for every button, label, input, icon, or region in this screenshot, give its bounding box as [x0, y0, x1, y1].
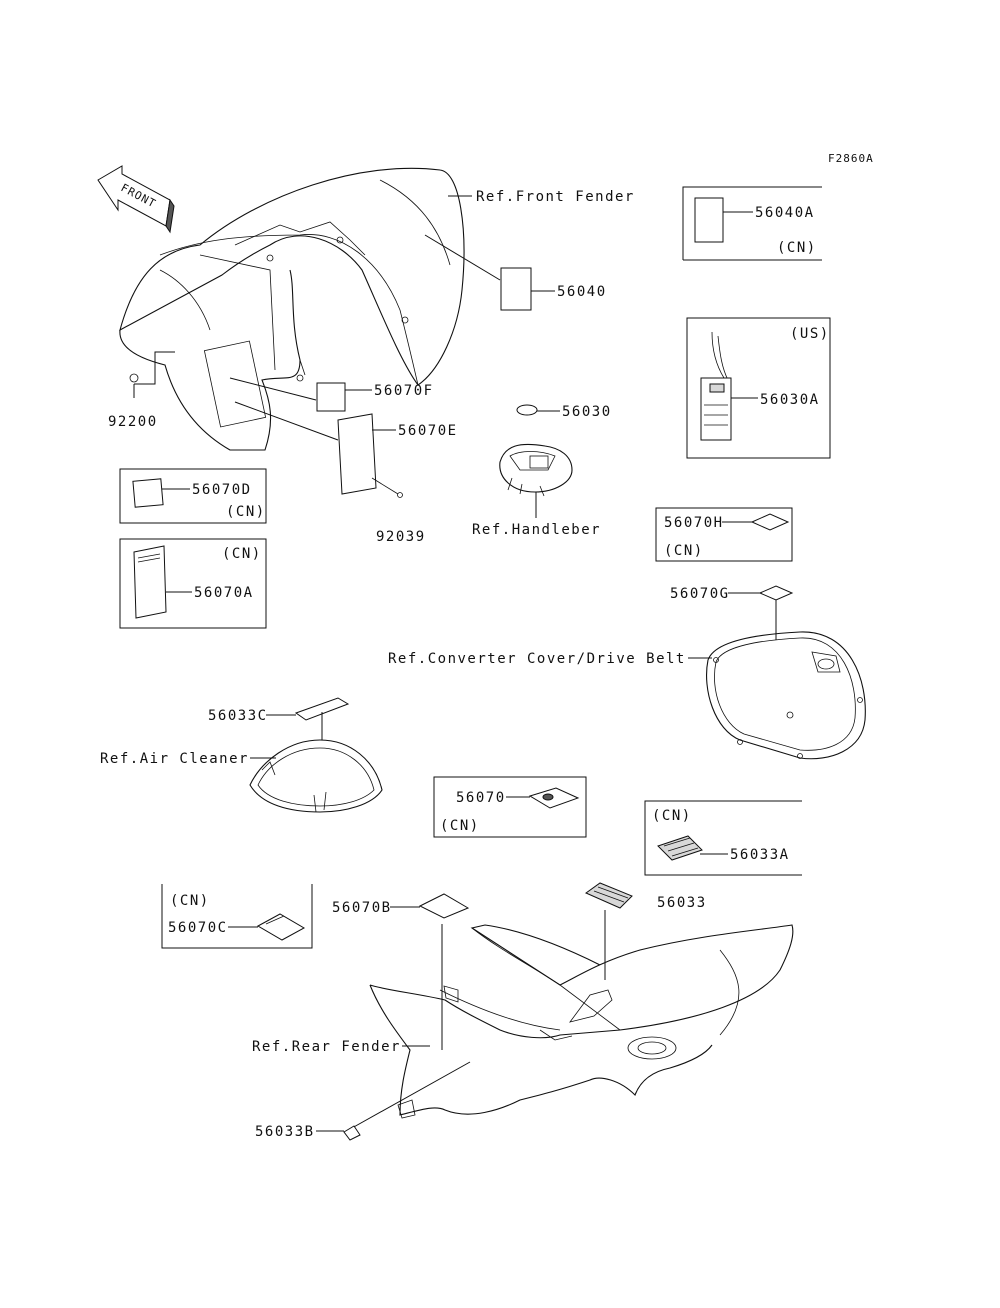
label-56070c-cn: (CN): [170, 893, 210, 909]
label-92039: 92039: [376, 529, 426, 545]
label-56070f: 56070F: [374, 383, 434, 399]
bolt-92200-icon: [129, 373, 139, 383]
label-56033c: 56033C: [208, 708, 268, 724]
box-56070c: (CN) 56070C: [161, 884, 313, 949]
decal-56033: [584, 882, 633, 909]
box-56030a: (US) 56030A: [686, 317, 831, 459]
label-56040a: 56040A: [755, 205, 815, 221]
label-56070g: 56070G: [670, 586, 730, 602]
label-56070d-cn: (CN): [226, 504, 266, 520]
box-56033a: (CN) 56033A: [644, 800, 802, 876]
ref-rear-fender-label: Ref.Rear Fender: [252, 1039, 401, 1055]
decal-56040: [500, 267, 532, 311]
front-arrow-icon: FRONT: [97, 165, 175, 234]
ref-handlebar-label: Ref.Handleber: [472, 522, 601, 538]
air-cleaner-drawing: [249, 739, 383, 813]
label-56070h-cn: (CN): [664, 543, 704, 559]
label-56070d: 56070D: [192, 482, 252, 498]
box-56070d: 56070D (CN): [119, 468, 267, 524]
label-92200: 92200: [108, 414, 158, 430]
label-56030: 56030: [562, 404, 612, 420]
ref-converter-label: Ref.Converter Cover/Drive Belt: [388, 651, 686, 667]
ref-air-cleaner-label: Ref.Air Cleaner: [100, 751, 249, 767]
label-56040a-cn: (CN): [777, 240, 817, 256]
converter-cover-drawing: [706, 631, 866, 760]
label-56070-cn: (CN): [440, 818, 480, 834]
label-56070c: 56070C: [168, 920, 228, 936]
decal-56030: [516, 404, 538, 416]
label-56070b: 56070B: [332, 900, 392, 916]
box-56070h: 56070H (CN): [655, 507, 793, 562]
handlebar-cover-drawing: [499, 443, 573, 497]
label-56030a: 56030A: [760, 392, 820, 408]
box-56070: 56070 (CN): [433, 776, 587, 838]
box-56040a: 56040A (CN): [682, 186, 822, 261]
figure-code: F2860A: [828, 152, 874, 165]
decal-56033c: [294, 697, 350, 721]
box-56070a: (CN) 56070A: [119, 538, 267, 629]
label-56033a: 56033A: [730, 847, 790, 863]
label-56033a-cn: (CN): [652, 808, 692, 824]
ref-front-fender-label: Ref.Front Fender: [476, 189, 635, 205]
screw-92039-icon: [371, 477, 399, 495]
label-56070h: 56070H: [664, 515, 724, 531]
label-56070a: 56070A: [194, 585, 254, 601]
decal-56070f: [316, 382, 346, 412]
label-56070: 56070: [456, 790, 506, 806]
decal-56033b: [343, 1125, 361, 1141]
rear-fender-drawing: [369, 924, 794, 1119]
decal-56070e: [337, 413, 377, 495]
decal-56070g: [758, 585, 794, 601]
label-56070e: 56070E: [398, 423, 458, 439]
label-56033b: 56033B: [255, 1124, 315, 1140]
label-56040: 56040: [557, 284, 607, 300]
label-56033: 56033: [657, 895, 707, 911]
label-56030a-us: (US): [790, 326, 830, 342]
decal-56070b: [418, 893, 470, 919]
label-56070a-cn: (CN): [222, 546, 262, 562]
front-fender-drawing: [119, 167, 465, 451]
